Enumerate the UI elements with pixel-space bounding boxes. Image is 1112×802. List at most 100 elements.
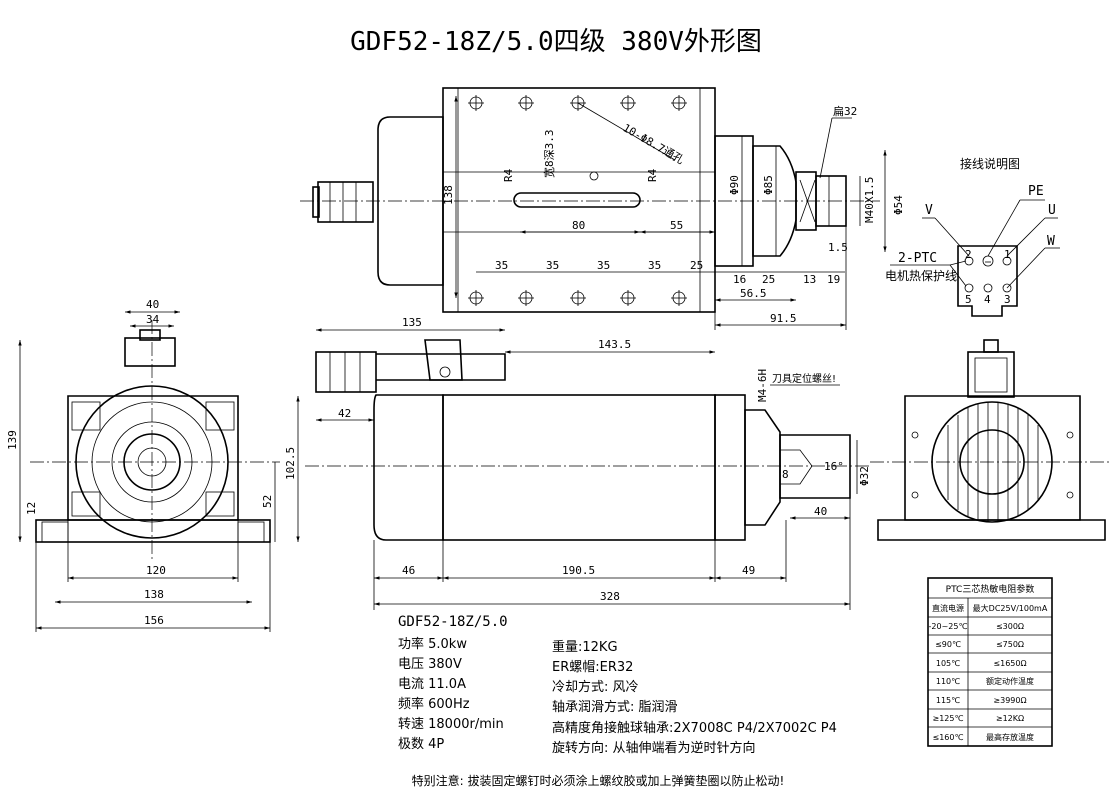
label-v: V [925,203,933,218]
dim-102-5: 102.5 [284,447,297,480]
label-ptc: 2-PTC [898,251,937,266]
front-view: 40 34 139 102.5 52 12 120 138 156 [6,298,300,632]
ptc-cell: ≤1650Ω [993,659,1026,668]
dim-143-5: 143.5 [598,338,631,351]
spec-block: GDF52-18Z/5.0 功率 5.0kw 电压 380V 电流 11.0A … [398,614,837,756]
spec-model: GDF52-18Z/5.0 [398,614,508,630]
dim-phi85: Φ85 [762,175,775,195]
dim-80: 80 [572,219,585,232]
dim-40-side: 40 [814,505,827,518]
dim-phi54: Φ54 [892,195,905,215]
dim-135: 135 [402,316,422,329]
spec-right-item: 轴承润滑方式: 脂润滑 [552,699,678,715]
dim-34-front: 34 [146,313,160,326]
dim-35-1: 35 [495,259,508,272]
dim-52: 52 [261,495,274,508]
dim-139: 139 [6,430,19,450]
dim-19: 19 [827,273,840,286]
dim-m4: M4-6H [756,369,769,402]
dim-40-front: 40 [146,298,159,311]
spec-right-item: 重量:12KG [552,639,618,655]
ptc-cell: 直流电源 [932,603,964,613]
dim-138-top: 138 [442,185,455,205]
dim-13: 13 [803,273,816,286]
dim-35-4: 35 [648,259,661,272]
top-view: 138 10-Φ8.7通孔 R4 宽8深3.3 R4 80 55 35 35 3… [300,87,905,330]
ptc-desc: 电机热保护线 [885,269,957,283]
dim-49: 49 [742,564,755,577]
dim-138-front: 138 [144,588,164,601]
label-u: U [1048,203,1056,218]
ptc-cell: ≤300Ω [996,622,1024,631]
dim-46: 46 [402,564,415,577]
ptc-cell: 额定动作温度 [986,676,1034,686]
spec-left-item: 电压 380V [398,657,462,672]
pin-5: 5 [965,293,972,306]
ptc-cell: 最大DC25V/100mA [973,603,1048,613]
dim-190-5: 190.5 [562,564,595,577]
dim-35-3: 35 [597,259,610,272]
dim-56-5: 56.5 [740,287,767,300]
ptc-cell: -20~25℃ [929,622,968,631]
mounting-holes-bottom [468,290,687,306]
spec-right-item: ER螺帽:ER32 [552,659,633,675]
dim-16: 16 [733,273,746,286]
special-note: 特别注意: 拔装固定螺钉时必须涂上螺纹胶或加上弹簧垫圈以防止松动! [412,773,785,788]
ptc-table-title: PTC三芯热敏电阻参数 [946,583,1035,595]
dim-55: 55 [670,219,683,232]
spec-right-item: 冷却方式: 风冷 [552,679,639,695]
dim-phi32: Φ32 [858,466,871,486]
ptc-cell: 110℃ [936,677,960,686]
dim-91-5: 91.5 [770,312,797,325]
r4-right-label: R4 [646,168,659,182]
dim-328: 328 [600,590,620,603]
dim-16-deg: 16° [824,460,844,473]
pin-2: 2 [965,248,972,261]
wiring-title: 接线说明图 [960,156,1020,171]
ptc-cell: 105℃ [936,659,960,668]
spec-left-item: 功率 5.0kw [398,636,467,652]
dim-35-2: 35 [546,259,559,272]
screw-note: 刀具定位螺丝! [772,372,836,385]
ptc-cell: 最高存放温度 [986,732,1034,742]
cooling-fins [947,402,1039,522]
ptc-cell: ≤750Ω [996,640,1024,649]
pin-1: 1 [1004,248,1011,261]
dim-8: 8 [782,468,789,481]
dim-phi90: Φ90 [728,175,741,195]
spec-left-item: 极数 4P [398,737,444,752]
spec-right-item: 旋转方向: 从轴伸端看为逆时针方向 [552,740,756,756]
pin-3: 3 [1004,293,1011,306]
dim-12: 12 [25,502,38,515]
ptc-cell: ≥12KΩ [996,714,1024,723]
side-view: 135 143.5 42 M4-6H 刀具定位螺丝! 16° Φ32 8 40 … [305,316,871,610]
ptc-table: PTC三芯热敏电阻参数 直流电源 最大DC25V/100mA -20~25℃ ≤… [927,577,1053,747]
spec-left-item: 频率 600Hz [398,696,470,712]
dim-156: 156 [144,614,164,627]
r4-left-label: R4 [502,168,515,182]
dim-25-row: 25 [690,259,703,272]
dim-42: 42 [338,407,351,420]
ptc-cell: ≥3990Ω [993,696,1026,705]
pin-4: 4 [984,293,991,306]
key-slot [513,192,641,208]
label-pe: PE [1028,184,1044,199]
flat-32-label: 扁32 [833,105,857,118]
spec-right-item: 高精度角接触球轴承:2X7008C P4/2X7002C P4 [552,720,837,736]
holes-label: 10-Φ8.7通孔 [621,121,687,166]
dim-m40: M40X1.5 [863,177,876,223]
ptc-cell: 115℃ [936,696,960,705]
ptc-cell: ≤90℃ [935,640,961,649]
wiring-diagram: 接线说明图 2 1 5 4 3 PE U V W 2-PTC 电机热保护线 [885,156,1060,317]
spec-left-item: 转速 18000r/min [398,717,504,732]
drawing-title: GDF52-18Z/5.0四级 380V外形图 [350,27,762,57]
rear-view [870,339,1112,541]
dim-1-5: 1.5 [828,241,848,254]
label-w: W [1047,234,1055,249]
ptc-cell: ≥125℃ [933,714,964,723]
dim-25: 25 [762,273,775,286]
ptc-cell: ≤160℃ [933,733,964,742]
mounting-holes-top [468,95,687,111]
dim-120: 120 [146,564,166,577]
